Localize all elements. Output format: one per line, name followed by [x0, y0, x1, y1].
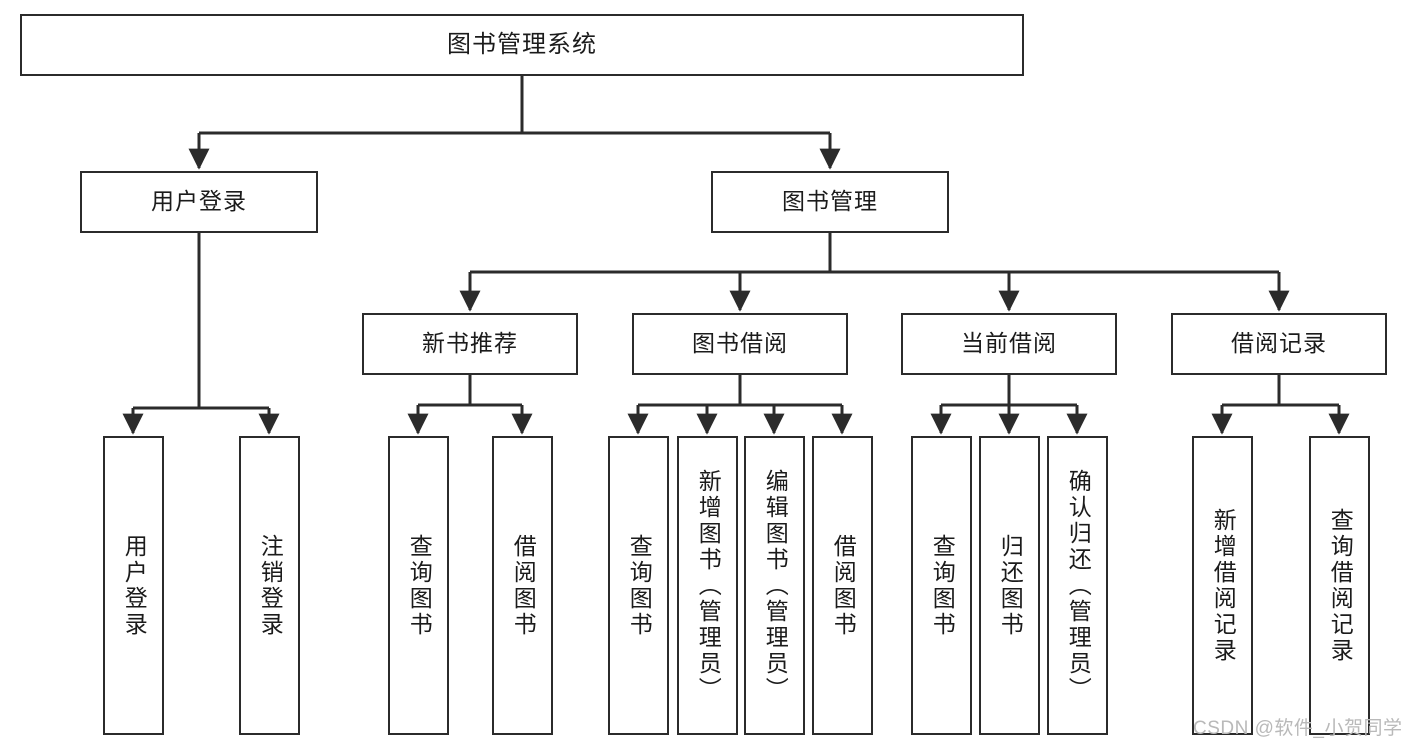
leaf-label: 借阅图书 — [510, 533, 537, 638]
node-user-login[interactable]: 用户登录 — [80, 171, 318, 233]
leaf-label: 注销登录 — [257, 533, 284, 638]
leaf-label: 新增图书（管理员） — [695, 468, 722, 703]
node-borrow-record[interactable]: 借阅记录 — [1171, 313, 1387, 375]
node-book-borrow[interactable]: 图书借阅 — [632, 313, 848, 375]
leaf-label: 归还图书 — [997, 533, 1024, 638]
node-current-borrow[interactable]: 当前借阅 — [901, 313, 1117, 375]
node-leaf-query-book-2[interactable]: 查询图书 — [608, 436, 669, 735]
node-leaf-query-record[interactable]: 查询借阅记录 — [1309, 436, 1370, 735]
node-leaf-add-record[interactable]: 新增借阅记录 — [1192, 436, 1253, 735]
leaf-label: 查询图书 — [929, 533, 956, 638]
leaf-label: 查询图书 — [626, 533, 653, 638]
leaf-label: 确认归还（管理员） — [1065, 468, 1092, 703]
node-new-book-recommend[interactable]: 新书推荐 — [362, 313, 578, 375]
node-leaf-edit-book[interactable]: 编辑图书（管理员） — [744, 436, 805, 735]
node-leaf-logout-login[interactable]: 注销登录 — [239, 436, 300, 735]
leaf-label: 查询借阅记录 — [1327, 507, 1354, 664]
node-root[interactable]: 图书管理系统 — [20, 14, 1024, 76]
node-leaf-query-book-1[interactable]: 查询图书 — [388, 436, 449, 735]
node-leaf-query-book-3[interactable]: 查询图书 — [911, 436, 972, 735]
leaf-label: 借阅图书 — [830, 533, 857, 638]
node-book-management[interactable]: 图书管理 — [711, 171, 949, 233]
node-leaf-confirm-return[interactable]: 确认归还（管理员） — [1047, 436, 1108, 735]
node-leaf-borrow-book-2[interactable]: 借阅图书 — [812, 436, 873, 735]
node-leaf-add-book[interactable]: 新增图书（管理员） — [677, 436, 738, 735]
node-leaf-user-login[interactable]: 用户登录 — [103, 436, 164, 735]
leaf-label: 查询图书 — [406, 533, 433, 638]
leaf-label: 用户登录 — [121, 533, 148, 638]
csdn-watermark: CSDN @软件_小贺同学 — [1193, 718, 1403, 739]
node-leaf-borrow-book-1[interactable]: 借阅图书 — [492, 436, 553, 735]
leaf-label: 新增借阅记录 — [1210, 507, 1237, 664]
node-leaf-return-book[interactable]: 归还图书 — [979, 436, 1040, 735]
leaf-label: 编辑图书（管理员） — [762, 468, 789, 703]
